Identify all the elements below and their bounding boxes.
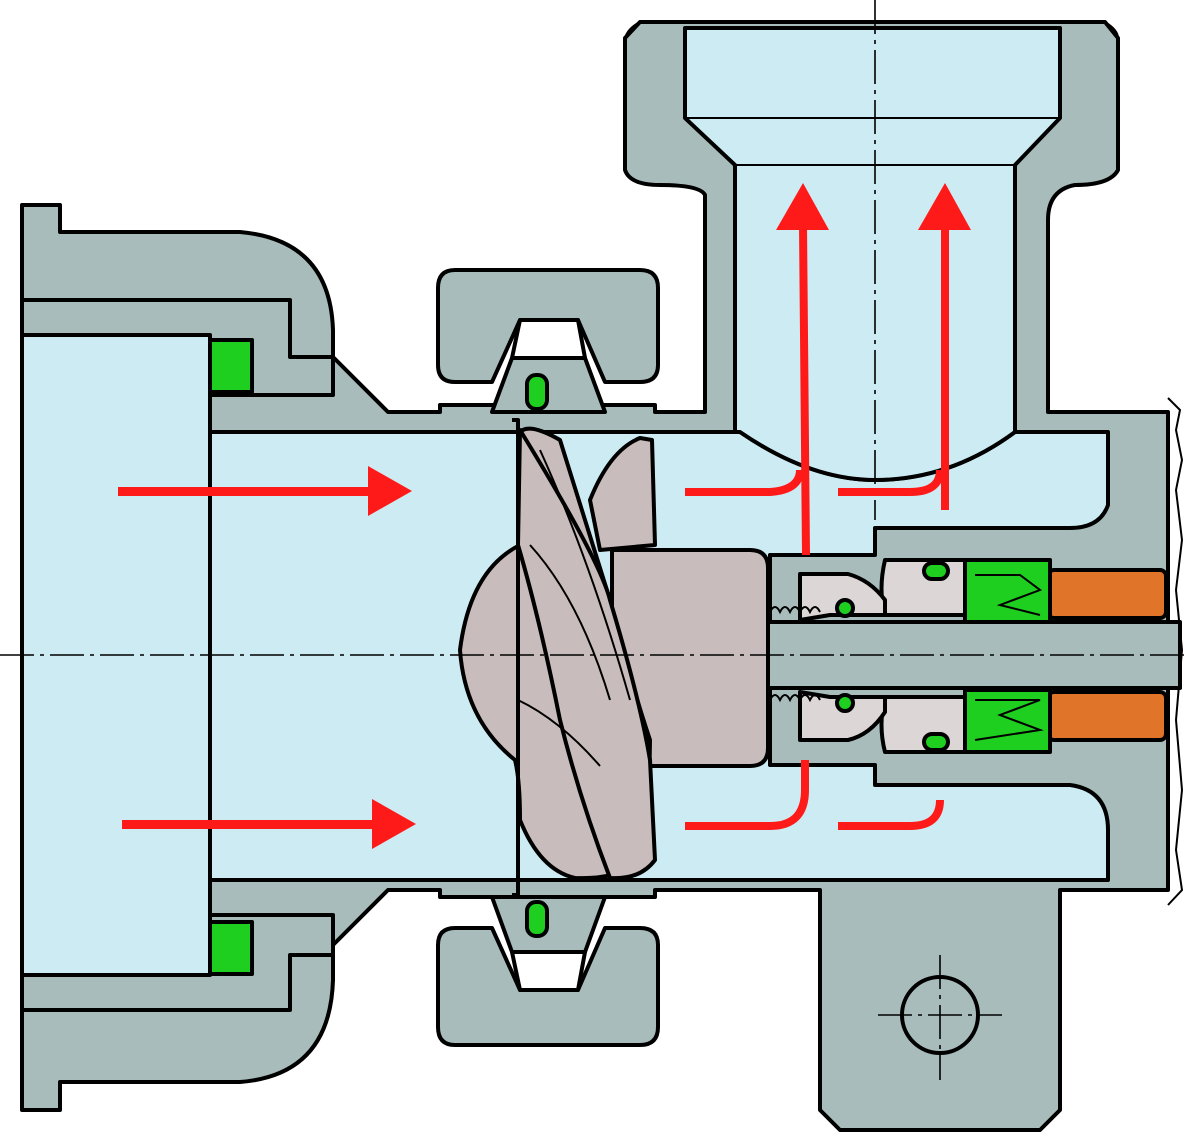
mounting-foot: [878, 955, 1002, 1080]
flow-paths: [685, 224, 949, 830]
flow-arrows: [118, 183, 971, 849]
impeller: [458, 426, 770, 881]
inlet-seal-bottom: [208, 920, 254, 976]
mechanical-seal: [769, 558, 1168, 754]
inlet-seal-top: [208, 338, 254, 394]
outlet-pipe: [683, 26, 1062, 482]
